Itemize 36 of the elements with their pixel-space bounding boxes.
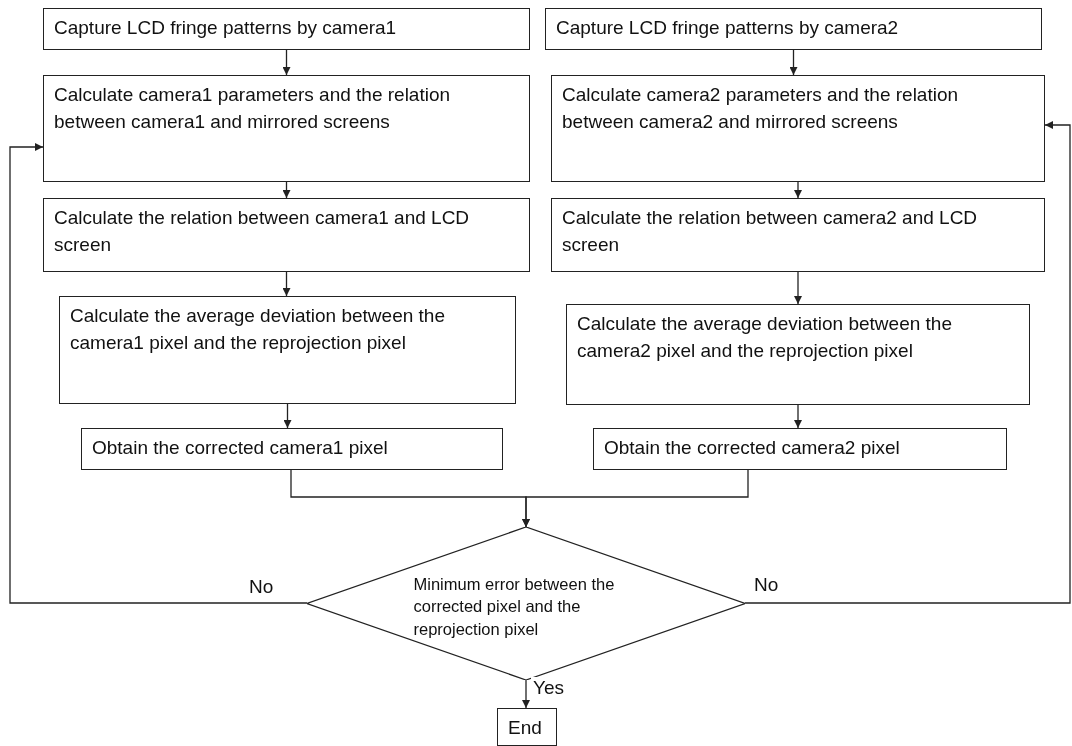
arrow [794,404,802,429]
arrow [789,49,798,76]
step-text: Calculate the average deviation between the camera1 pixel and the reprojection pixel [70,304,446,355]
process-box [497,708,557,746]
process-box [43,8,530,50]
step-text: Capture LCD fringe patterns by camera2 [556,16,900,40]
step-text: Obtain the corrected camera2 pixel [604,436,901,460]
process-box [81,428,503,470]
process-box [43,198,530,272]
arrow [794,271,802,305]
arrow [794,181,802,199]
step-text: End [508,716,543,740]
process-box [59,296,516,404]
arrow [744,121,1071,604]
arrow [282,271,291,297]
process-box [545,8,1042,50]
arrow [522,469,749,528]
arrow [283,403,292,429]
arrow [9,143,308,604]
step-text: Calculate the average deviation between the camera2 pixel and the reprojection pixel [577,312,953,363]
decision-text: Minimum error between the corrected pixel and the reprojection pixel [413,574,616,640]
arrow [282,181,291,199]
arrow [282,49,291,76]
step-text: Capture LCD fringe patterns by camera1 [54,16,398,40]
process-box [43,75,530,182]
process-box [551,198,1045,272]
step-text: Calculate the relation between camera1 and LCD screen [54,206,471,257]
decision-diamond [307,527,745,680]
step-text: Calculate the relation between camera2 and LCD screen [562,206,979,257]
process-box [566,304,1030,405]
arrow [522,679,530,709]
step-text: Obtain the corrected camera1 pixel [92,436,389,460]
step-text: Calculate camera1 parameters and the relation between camera1 and mirrored screens [54,83,452,134]
process-box [593,428,1007,470]
process-box [551,75,1045,182]
step-text: Calculate camera2 parameters and the relation between camera2 and mirrored screens [562,83,960,134]
